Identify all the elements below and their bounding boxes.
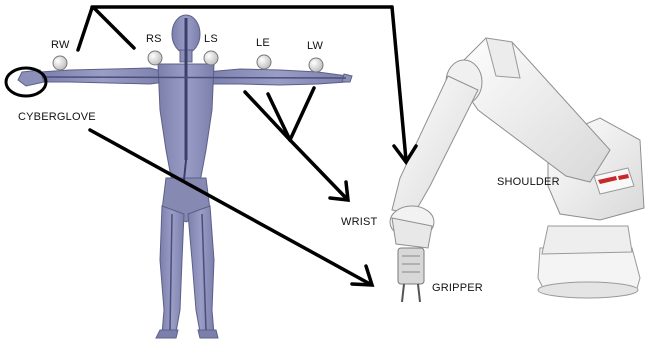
marker-label-le: LE [256,37,270,49]
marker-ls [204,51,218,65]
robot-gripper [398,248,424,284]
right-arm [40,68,165,84]
marker-rs [148,51,162,65]
left-leg [188,206,214,334]
robot-label-wrist: WRIST [341,216,377,228]
robot-label-shoulder: SHOULDER [497,176,560,188]
arrow-wrist-shaft [290,140,346,198]
marker-label-rw: RW [51,39,70,51]
marker-label-lw: LW [307,40,323,52]
arrow-gripper-shaft [90,130,370,284]
arrow-shoulder-shaft [392,7,406,160]
robot-upper-arm [452,38,610,182]
arrow-rs-line [94,8,134,48]
robot-arm [390,38,644,302]
marker-lw [309,58,323,72]
marker-label-rs: RS [146,33,162,45]
robot-label-gripper: GRIPPER [432,282,483,294]
marker-rw [53,56,67,70]
mapping-arrows [78,7,416,285]
human-figure [18,15,352,338]
marker-label-ls: LS [204,33,218,45]
cyberglove-label: CYBERGLOVE [18,111,96,123]
marker-le [257,55,271,69]
